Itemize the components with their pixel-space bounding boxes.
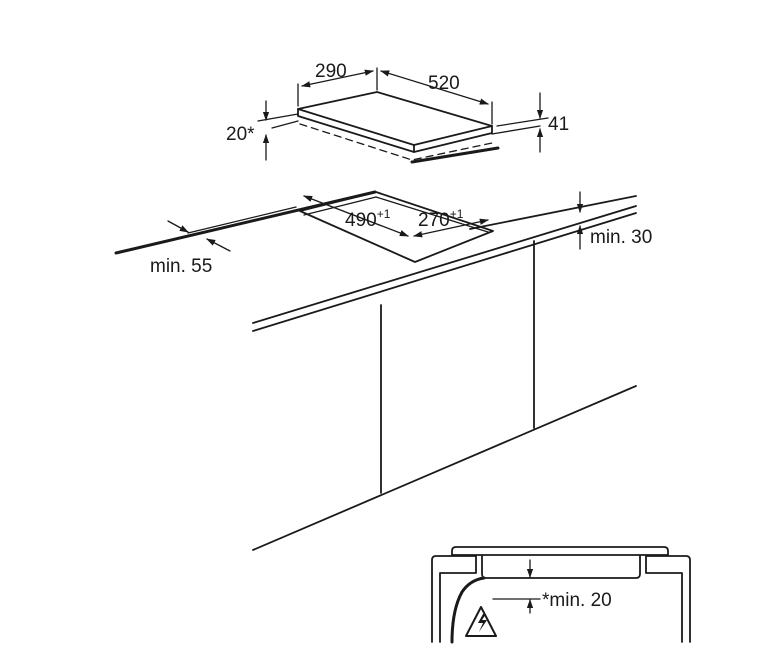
min-below-label: *min. 20 — [542, 590, 612, 611]
hob-unit — [271, 91, 541, 164]
cutout-dimensions — [303, 195, 489, 238]
cutout-width-label: 490+1 — [345, 207, 391, 231]
hob-clearance-dimension — [257, 100, 299, 161]
min-front-label: min. 55 — [150, 256, 212, 277]
min-back-label: min. 30 — [590, 227, 652, 248]
hob-height-dimension — [496, 92, 549, 153]
inset-detail — [431, 546, 691, 644]
cutout-depth-label: 270+1 — [418, 207, 464, 231]
high-voltage-warning-icon — [465, 606, 497, 637]
hob-width-label: 520 — [428, 73, 460, 94]
hob-depth-label: 290 — [315, 61, 347, 82]
hob-height-label: 41 — [548, 114, 569, 135]
hob-top-dimensions — [297, 67, 493, 125]
hob-clearance-label: 20* — [226, 124, 255, 145]
kitchen-cabinet — [252, 240, 637, 551]
min-front-dimension — [167, 206, 297, 252]
